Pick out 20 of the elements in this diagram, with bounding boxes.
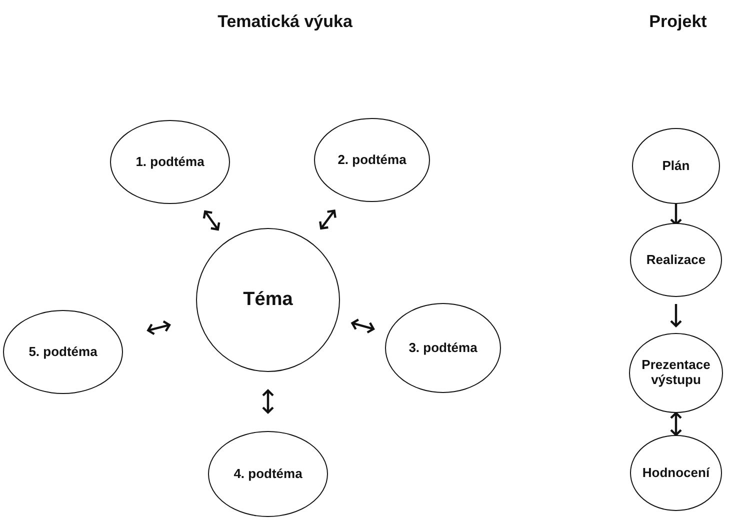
- heading: Projekt: [649, 12, 707, 32]
- double-arrow: [202, 210, 220, 231]
- arrow: [670, 304, 682, 328]
- arrow: [670, 202, 682, 226]
- node-label: 2. podtéma: [338, 152, 406, 168]
- heading: Tematická výuka: [218, 12, 352, 32]
- node-label: 4. podtéma: [234, 466, 302, 482]
- node-label: 1. podtéma: [136, 154, 204, 170]
- double-arrow: [262, 389, 274, 414]
- node-label: 3. podtéma: [408, 340, 478, 356]
- node-label: Hodnocení: [642, 466, 710, 480]
- node-label: Prezentace výstupu: [640, 358, 712, 388]
- double-arrow: [147, 320, 171, 336]
- node-label: 5. podtéma: [28, 344, 98, 360]
- double-arrow: [351, 318, 375, 334]
- double-arrow: [670, 412, 682, 436]
- node-label: Plán: [662, 158, 690, 174]
- node-label: Téma: [243, 289, 293, 311]
- node-label: Realizace: [646, 252, 706, 268]
- double-arrow: [319, 210, 336, 230]
